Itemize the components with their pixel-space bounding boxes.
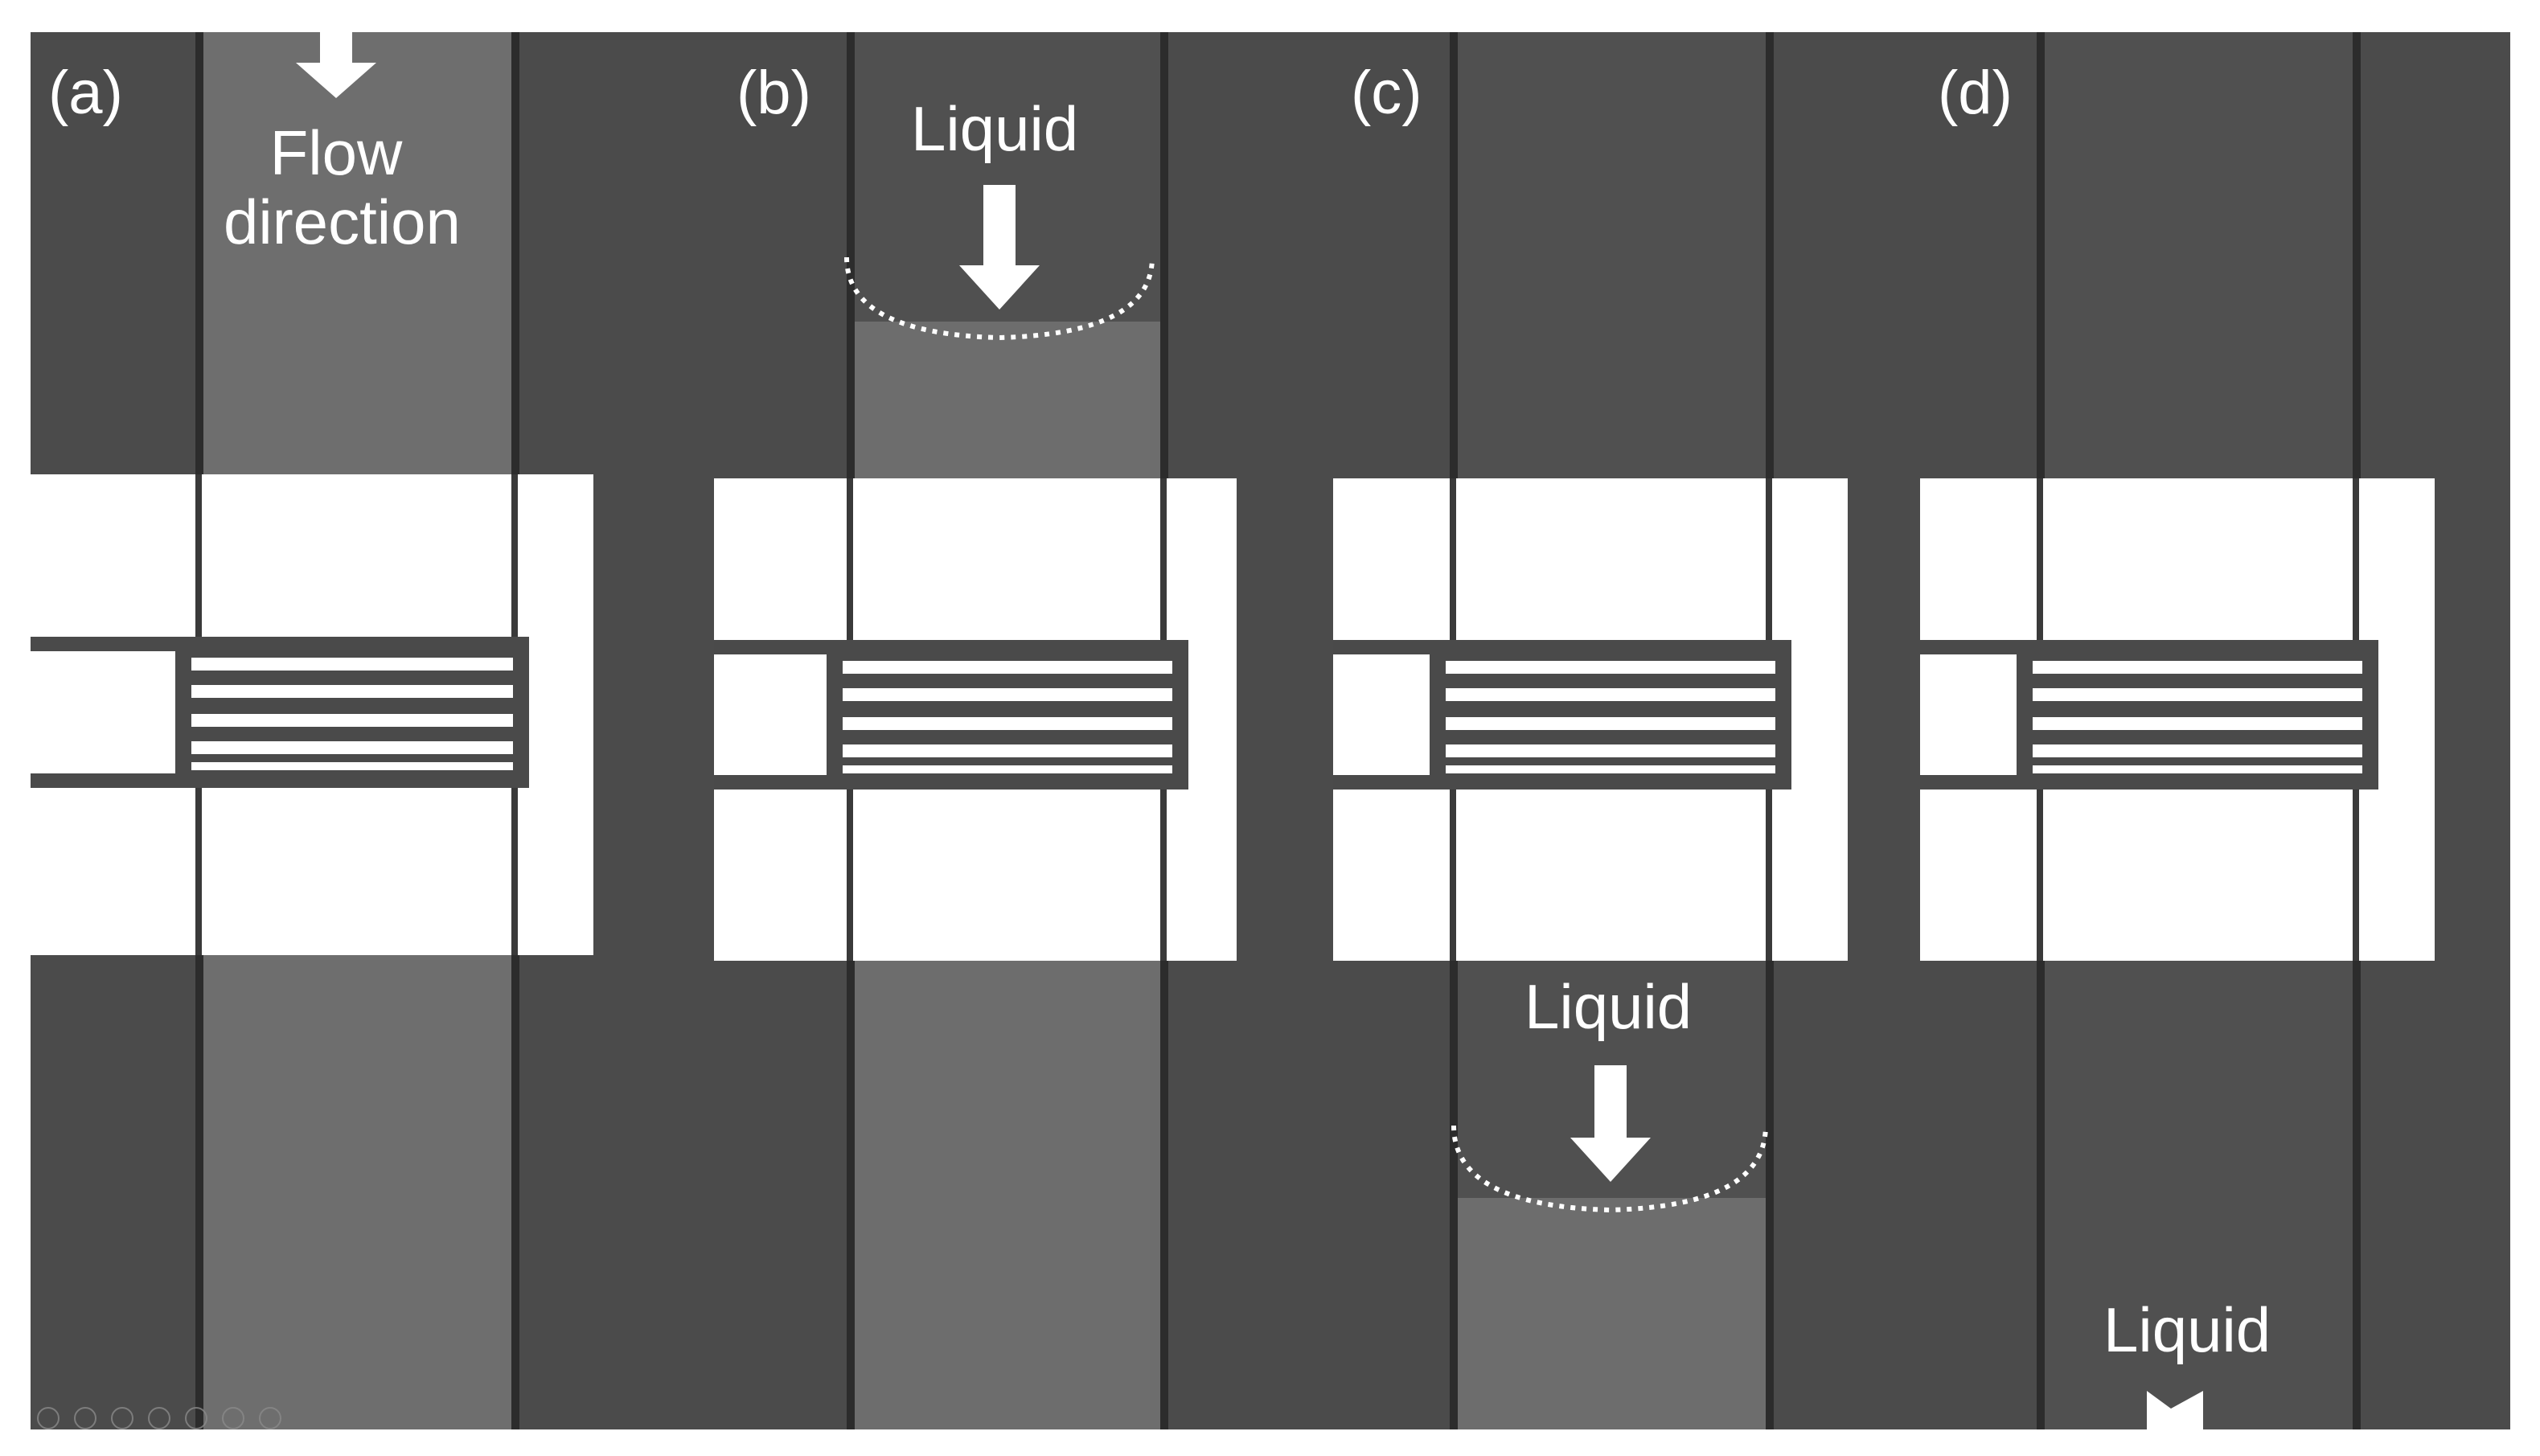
- liquid-arrow-icon: [2147, 1391, 2203, 1429]
- serpentine-gap-4: [2033, 744, 2362, 757]
- panel-c: (c) Liquid: [1333, 32, 1920, 1429]
- figure: (a) Flow direction: [31, 32, 2510, 1429]
- serpentine-gap-1: [843, 661, 1172, 674]
- subtitle-icon[interactable]: [222, 1407, 244, 1429]
- slideshow-toolbar: [37, 1407, 281, 1429]
- panel-label: (c): [1351, 59, 1422, 127]
- serpentine-gap-1: [191, 658, 513, 671]
- liquid-label: Liquid: [2103, 1294, 2271, 1365]
- serpentine-gap-2: [2033, 688, 2362, 701]
- liquid-label: Liquid: [911, 93, 1079, 164]
- liquid-meniscus-arrow-icon: [844, 185, 1155, 341]
- liquid-front: [1454, 1198, 1771, 1429]
- serpentine-gap-1: [2033, 661, 2362, 674]
- more-icon[interactable]: [259, 1407, 281, 1429]
- liquid-meniscus-arrow-icon: [1451, 1065, 1768, 1213]
- serpentine-gap-4: [191, 741, 513, 754]
- flow-arrow-icon: [296, 32, 376, 98]
- serpentine-gap-4: [1446, 744, 1775, 757]
- zoom-icon[interactable]: [185, 1407, 207, 1429]
- serpentine-gap-5: [2033, 765, 2362, 773]
- serpentine-gap-3: [1446, 717, 1775, 730]
- serpentine-gap-4: [843, 744, 1172, 757]
- slides-icon[interactable]: [148, 1407, 170, 1429]
- panel-b: (b) Liquid: [714, 32, 1333, 1429]
- panel-label: (a): [48, 59, 123, 127]
- panel-label: (b): [737, 59, 811, 127]
- serpentine-gap-3: [2033, 717, 2362, 730]
- flow-direction-label: Flow direction: [224, 117, 461, 257]
- flow-direction-line-1: Flow: [269, 117, 403, 188]
- prev-icon[interactable]: [37, 1407, 59, 1429]
- panel-label: (d): [1938, 59, 2013, 127]
- serpentine-gap-5: [1446, 765, 1775, 773]
- panel-d: (d) Liquid: [1920, 32, 2510, 1429]
- serpentine-gap-2: [843, 688, 1172, 701]
- next-icon[interactable]: [74, 1407, 96, 1429]
- serpentine-gap-2: [191, 685, 513, 698]
- serpentine-gap-5: [843, 765, 1172, 773]
- serpentine-gap-2: [1446, 688, 1775, 701]
- flow-direction-line-2: direction: [224, 186, 461, 257]
- serpentine-gap-5: [191, 762, 513, 770]
- serpentine-gap-1: [1446, 661, 1775, 674]
- pen-icon[interactable]: [111, 1407, 133, 1429]
- liquid-label: Liquid: [1524, 971, 1693, 1042]
- panel-a: (a) Flow direction: [31, 32, 714, 1429]
- serpentine-gap-3: [191, 714, 513, 727]
- serpentine-gap-3: [843, 717, 1172, 730]
